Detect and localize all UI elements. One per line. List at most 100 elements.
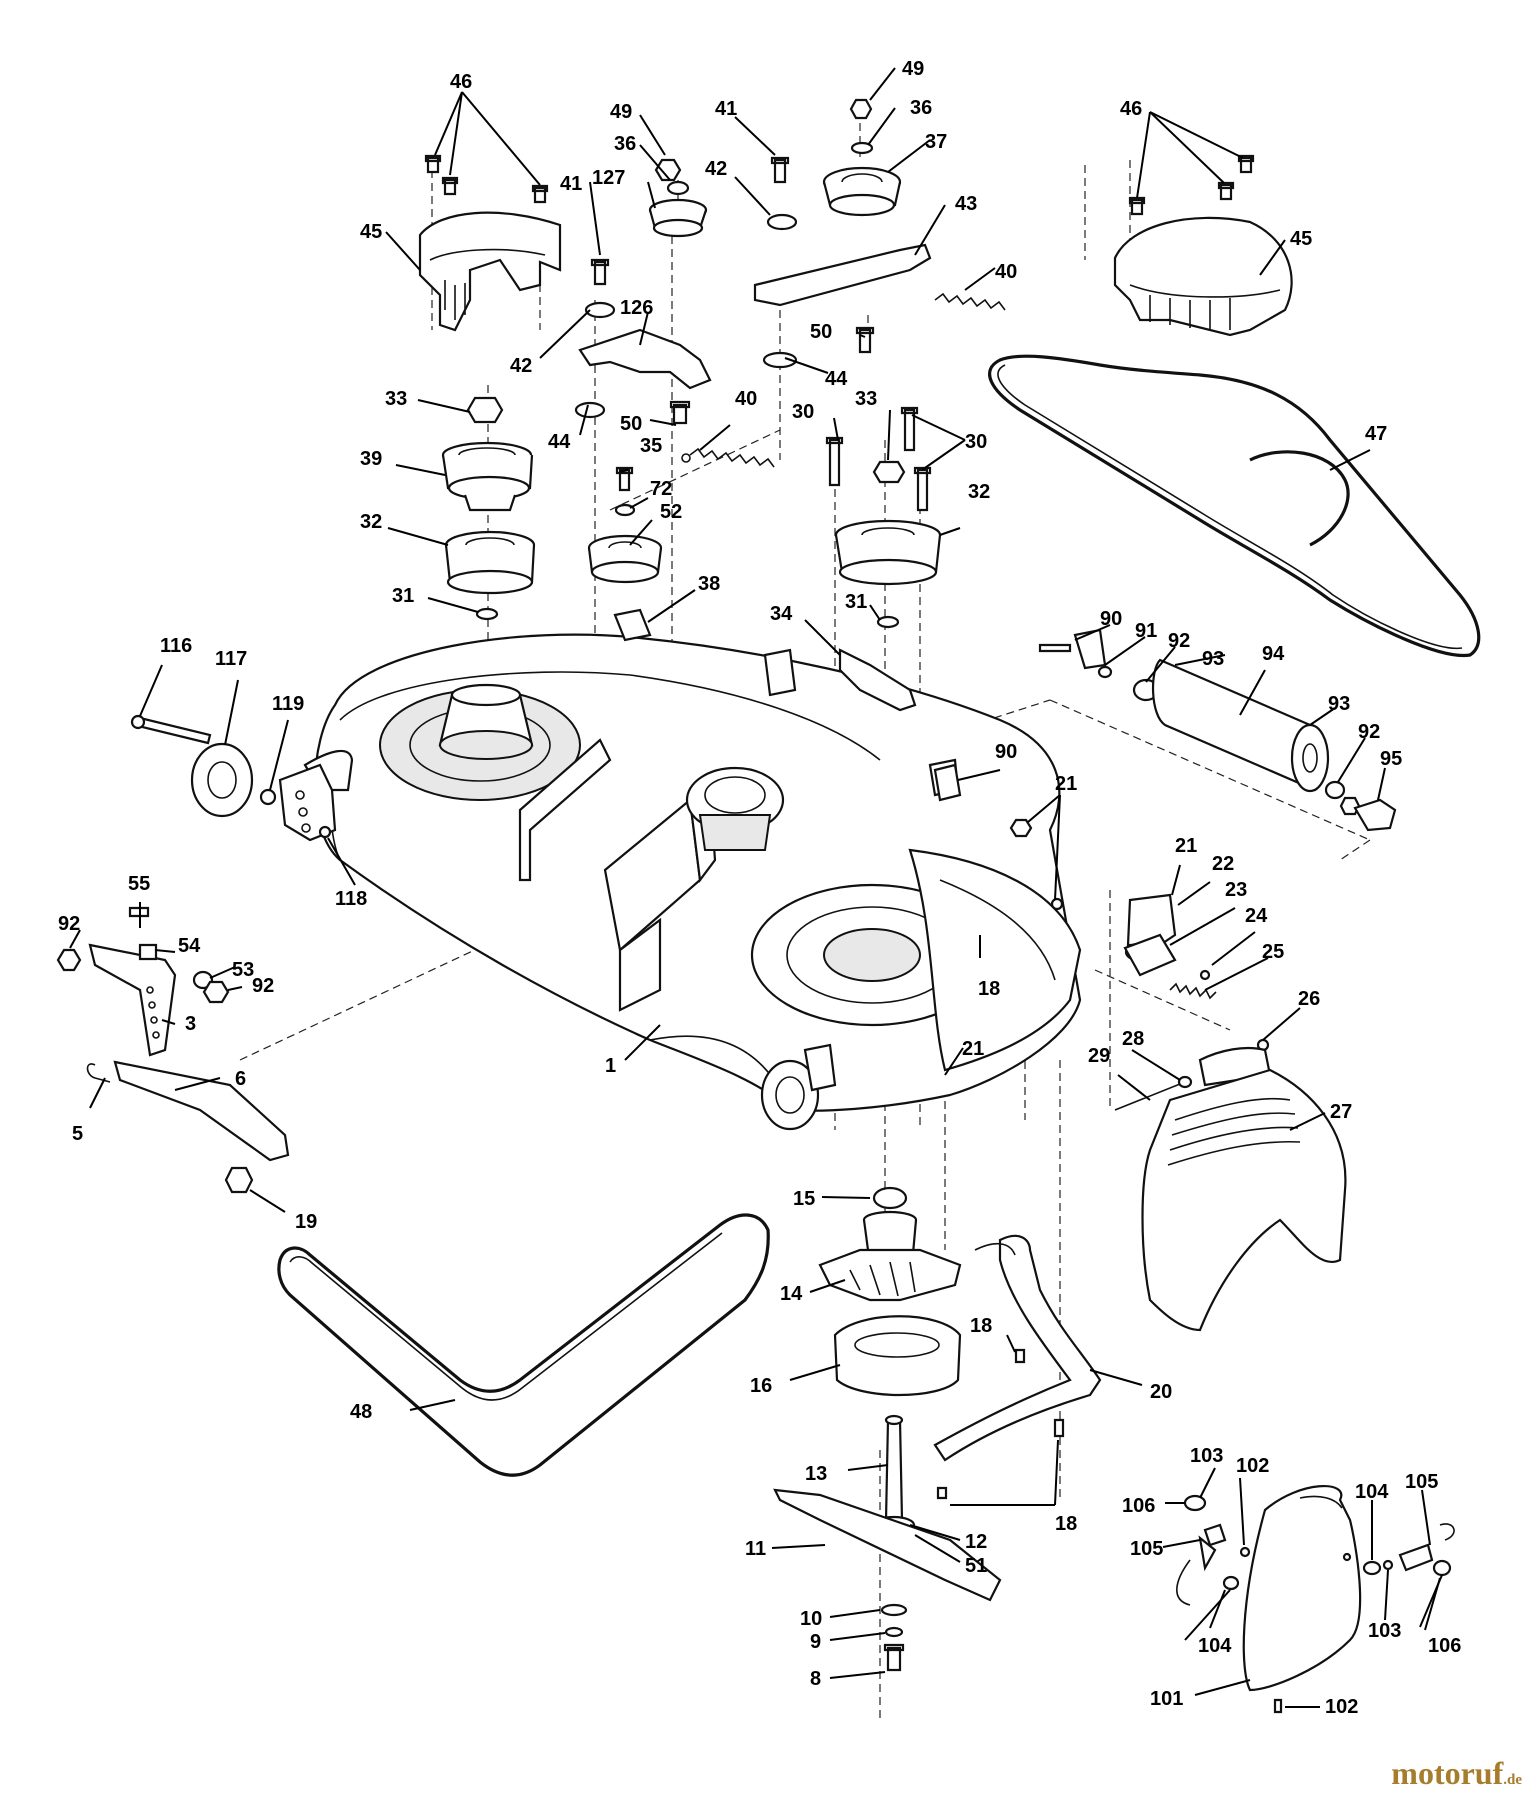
anti-scalp-roller-assembly (933, 628, 1397, 832)
callout-92: 92 (1358, 721, 1380, 743)
callout-43: 43 (955, 193, 977, 215)
callout-31: 31 (845, 591, 867, 613)
callout-8: 8 (810, 1668, 821, 1690)
callout-41: 41 (715, 98, 737, 120)
callout-44: 44 (825, 368, 848, 390)
callout-10: 10 (800, 1608, 822, 1630)
callout-95: 95 (1380, 748, 1402, 770)
callout-103: 103 (1368, 1620, 1401, 1642)
idler-pulley-42-stack (753, 156, 932, 369)
motoruf-watermark-logo: motoruf.de (1391, 1755, 1522, 1792)
callout-118: 118 (335, 888, 367, 910)
callout-36: 36 (910, 97, 932, 119)
callout-5: 5 (72, 1123, 83, 1145)
callout-26: 26 (1298, 988, 1320, 1010)
callout-94: 94 (1262, 643, 1285, 665)
callout-45: 45 (360, 221, 382, 243)
callout-32: 32 (968, 481, 990, 503)
callout-92: 92 (58, 913, 80, 935)
callout-38: 38 (698, 573, 720, 595)
callout-11: 11 (745, 1538, 766, 1560)
callout-90: 90 (1100, 608, 1122, 630)
callout-22: 22 (1212, 853, 1234, 875)
chute-bracket-assembly (1009, 818, 1217, 1000)
callout-47: 47 (1365, 423, 1387, 445)
drive-belt-47 (988, 354, 1481, 658)
center-idler-pulley-stack (587, 466, 663, 642)
callout-32: 32 (360, 511, 382, 533)
idler-arm-126-stack (574, 258, 775, 468)
deck-lift-bracket-assembly (56, 906, 290, 1194)
callout-72: 72 (650, 478, 672, 500)
callout-91: 91 (1135, 620, 1157, 642)
callout-106: 106 (1122, 1495, 1155, 1517)
callout-116: 116 (160, 635, 192, 657)
callout-24: 24 (1245, 905, 1268, 927)
callout-92: 92 (252, 975, 274, 997)
callout-18: 18 (978, 978, 1000, 1000)
left-gauge-wheel-assembly (130, 714, 337, 842)
callout-49: 49 (610, 101, 632, 123)
callout-1: 1 (605, 1055, 616, 1077)
callout-46: 46 (1120, 98, 1142, 120)
watermark-suffix: .de (1503, 1772, 1522, 1788)
callout-93: 93 (1328, 693, 1350, 715)
callout-31: 31 (392, 585, 414, 607)
callout-29: 29 (1088, 1045, 1110, 1067)
callout-104: 104 (1198, 1635, 1232, 1657)
callout-6: 6 (235, 1068, 246, 1090)
mulch-plug-assembly (1176, 1484, 1455, 1714)
callout-40: 40 (735, 388, 757, 410)
callout-21: 21 (962, 1038, 984, 1060)
callout-93: 93 (1202, 648, 1224, 670)
callout-21: 21 (1055, 773, 1077, 795)
callout-18: 18 (1055, 1513, 1077, 1535)
callout-119: 119 (272, 693, 304, 715)
callout-127: 127 (592, 167, 625, 189)
callout-42: 42 (705, 158, 727, 180)
callout-42: 42 (510, 355, 532, 377)
callout-12: 12 (965, 1531, 987, 1553)
right-pulley-stack (825, 406, 942, 712)
callout-21: 21 (1175, 835, 1197, 857)
callout-102: 102 (1236, 1455, 1269, 1477)
callout-105: 105 (1130, 1538, 1163, 1560)
callout-3: 3 (185, 1013, 196, 1035)
callout-55: 55 (128, 873, 150, 895)
callout-40: 40 (995, 261, 1017, 283)
callout-92: 92 (1168, 630, 1190, 652)
callout-33: 33 (385, 388, 407, 410)
callout-20: 20 (1150, 1381, 1172, 1403)
callout-101: 101 (1150, 1688, 1183, 1710)
callout-46: 46 (450, 71, 472, 93)
callout-23: 23 (1225, 879, 1247, 901)
callout-28: 28 (1122, 1028, 1144, 1050)
callout-14: 14 (780, 1283, 803, 1305)
callout-103: 103 (1190, 1445, 1223, 1467)
callout-51: 51 (965, 1555, 987, 1577)
callout-53: 53 (232, 959, 254, 981)
callout-48: 48 (350, 1401, 372, 1423)
deck-belt-48 (277, 1213, 770, 1477)
callout-105: 105 (1405, 1471, 1438, 1493)
callout-50: 50 (620, 413, 642, 435)
discharge-chute-assembly (1114, 1038, 1347, 1332)
callout-25: 25 (1262, 941, 1284, 963)
watermark-text: motoruf (1391, 1755, 1504, 1791)
callout-45: 45 (1290, 228, 1312, 250)
callout-90: 90 (995, 741, 1017, 763)
callout-117: 117 (215, 648, 247, 670)
callout-leader-lines (69, 67, 1443, 1708)
callout-13: 13 (805, 1463, 827, 1485)
callout-30: 30 (965, 431, 987, 453)
callout-15: 15 (793, 1188, 815, 1210)
callout-49: 49 (902, 58, 924, 80)
callout-39: 39 (360, 448, 382, 470)
callout-16: 16 (750, 1375, 772, 1397)
callout-34: 34 (770, 603, 793, 625)
callout-104: 104 (1355, 1481, 1389, 1503)
callout-27: 27 (1330, 1101, 1352, 1123)
callout-41: 41 (560, 173, 582, 195)
right-belt-cover-assembly (1113, 154, 1293, 337)
